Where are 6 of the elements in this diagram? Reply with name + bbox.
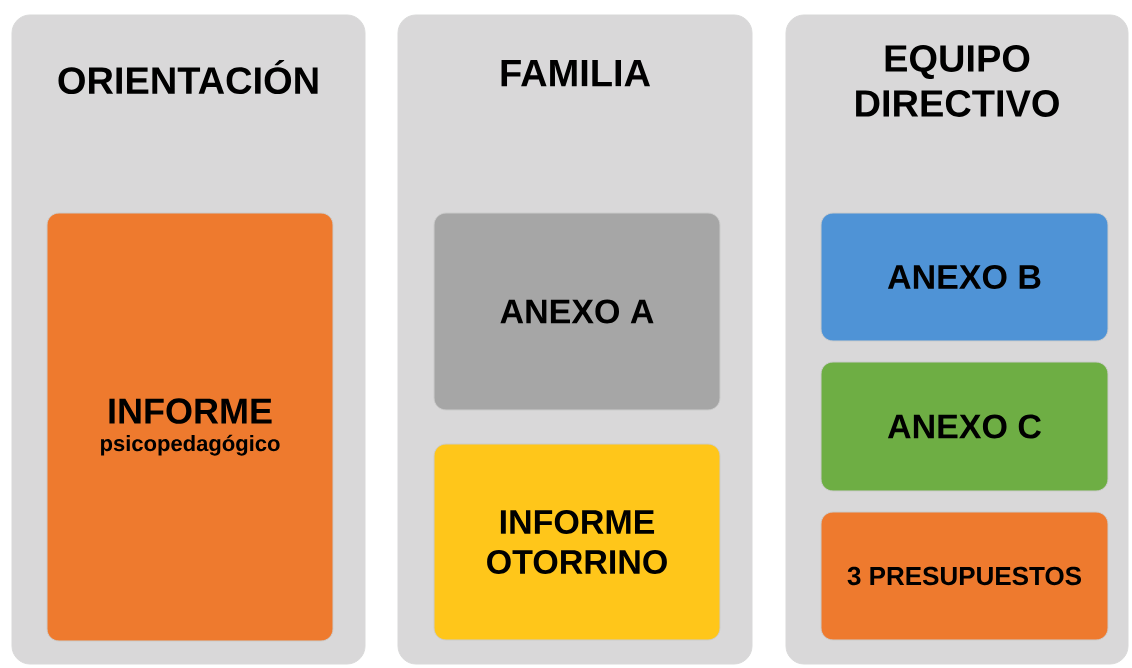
- document-box: INFORME psicopedagógico: [46, 212, 334, 642]
- document-box: ANEXO C: [820, 361, 1109, 492]
- document-box: INFORME OTORRINO: [433, 443, 721, 641]
- document-box: ANEXO B: [820, 212, 1109, 342]
- document-box: ANEXO A: [433, 212, 721, 411]
- document-box: 3 PRESUPUESTOS: [820, 511, 1109, 641]
